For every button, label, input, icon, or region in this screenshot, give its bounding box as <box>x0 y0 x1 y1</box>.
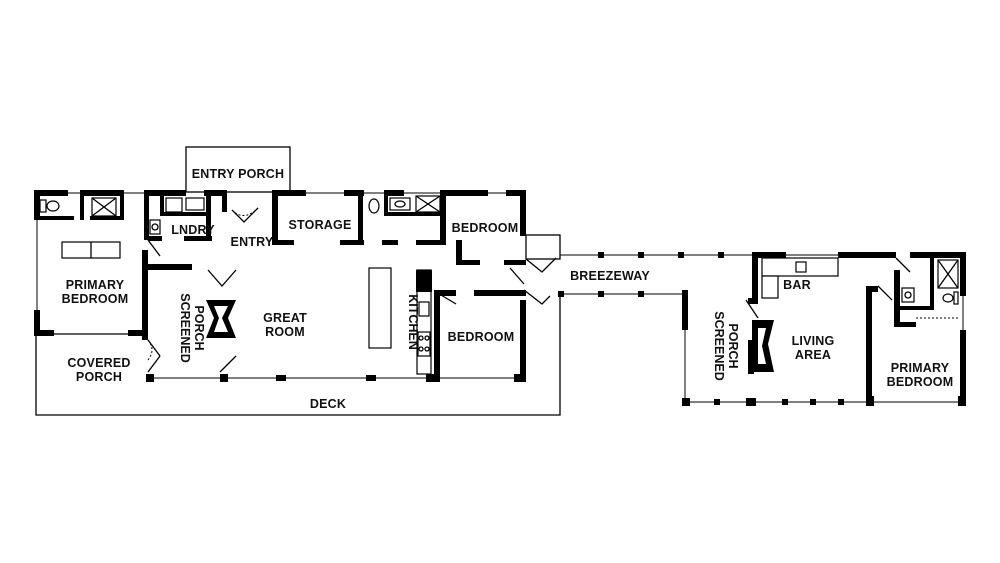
laundry-sink-icon <box>149 219 161 235</box>
label-deck: DECK <box>310 397 346 411</box>
label-great-room-1: GREAT <box>263 311 307 325</box>
toilet-icon-2 <box>368 198 380 214</box>
label-storage: STORAGE <box>289 218 352 232</box>
toilet-icon <box>39 199 60 213</box>
fireplace-left <box>206 300 236 338</box>
label-entry-porch: ENTRY PORCH <box>192 167 285 181</box>
label-bedroom-lower: BEDROOM <box>448 330 515 344</box>
label-breezeway: BREEZEWAY <box>570 269 650 283</box>
doors-main <box>147 207 557 373</box>
shower-icon <box>91 197 117 217</box>
label-living-area-1: LIVING <box>792 334 835 348</box>
label-kitchen: KITCHEN <box>406 294 420 350</box>
label-screened-porch-left-1: SCREENED <box>178 293 192 362</box>
breezeway-posts <box>558 252 724 297</box>
deck-outline <box>35 294 561 416</box>
label-primary-bedroom-right-1: PRIMARY <box>891 361 950 375</box>
kitchen-island <box>368 267 392 349</box>
label-primary-bedroom-left-2: BEDROOM <box>62 292 129 306</box>
shower-icon-2 <box>415 195 441 213</box>
entry-porch-outline <box>185 146 291 193</box>
label-primary-bedroom-left-1: PRIMARY <box>66 278 125 292</box>
doors-guest <box>745 257 911 319</box>
main-house-walls <box>34 190 526 382</box>
breezeway-door-frame <box>525 234 561 260</box>
label-screened-porch-right-1: SCREENED <box>712 311 726 380</box>
label-living-area-2: AREA <box>795 348 831 362</box>
guest-house-walls <box>682 252 966 406</box>
label-screened-porch-left-2: PORCH <box>192 305 206 350</box>
label-covered-porch-2: PORCH <box>76 370 122 384</box>
washer-icon <box>165 197 205 213</box>
label-entry: ENTRY <box>231 235 274 249</box>
vanity-icon <box>389 197 411 211</box>
label-screened-porch-right-2: PORCH <box>726 323 740 368</box>
label-primary-bedroom-right-2: BEDROOM <box>887 375 954 389</box>
refrigerator <box>416 270 432 292</box>
cooktop-icon <box>417 331 431 357</box>
label-great-room-2: ROOM <box>265 325 305 339</box>
label-bedroom-upper: BEDROOM <box>452 221 519 235</box>
label-covered-porch-1: COVERED <box>67 356 130 370</box>
sink-icon <box>418 301 430 317</box>
label-lndry: LNDRY <box>171 223 215 237</box>
label-bar: BAR <box>783 278 811 292</box>
guest-bath-fixtures <box>901 259 959 305</box>
